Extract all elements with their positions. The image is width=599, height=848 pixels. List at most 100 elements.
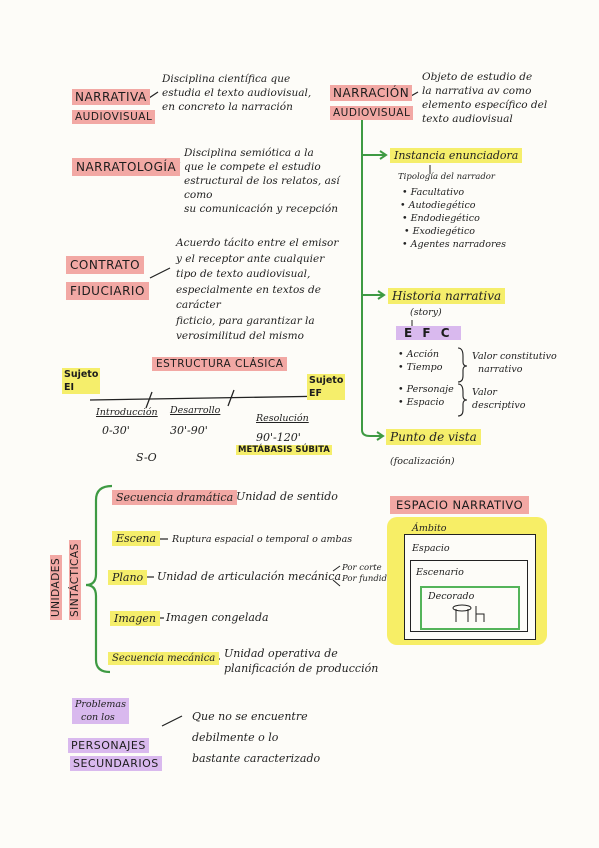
sujeto-label: Sujeto — [64, 369, 99, 380]
story-label: (story) — [410, 307, 442, 318]
metabasis-label: METÁBASIS SÚBITA — [236, 445, 332, 455]
estructura-title: ESTRUCTURA CLÁSICA — [152, 357, 288, 371]
narrador-item: • Facultativo — [402, 187, 465, 198]
problemas-label: Problemas con los — [72, 698, 129, 724]
narrador-label: Exodiegético — [412, 226, 475, 237]
desarrollo-value: 30'-90' — [170, 424, 208, 437]
definition-line: Disciplina científica que — [162, 73, 291, 85]
so-label: S-O — [136, 451, 157, 464]
definition-line: Que no se encuentre — [192, 710, 308, 723]
efc-item: • Espacio — [398, 397, 445, 408]
definition-line: estructural de los relatos, así como — [184, 175, 340, 201]
narrador-label: Agentes narradores — [410, 239, 507, 250]
resolucion-value: 90'-120' — [256, 431, 301, 444]
definition-line: verosimilitud del mismo — [176, 330, 304, 342]
unidades-label: UNIDADES — [50, 554, 62, 620]
plano-options: Por corte Por fundido — [342, 563, 392, 585]
secuencia-dramatica-def: Unidad de sentido — [236, 490, 338, 503]
table-chair-icon — [452, 604, 485, 622]
punto-de-vista: Punto de vista — [386, 429, 481, 445]
definition-line: elemento específico del — [422, 99, 548, 111]
plano-term: Plano — [108, 570, 148, 585]
espacio-narrativo-title: ESPACIO NARRATIVO — [390, 496, 530, 514]
escena-term: Escena — [112, 531, 160, 546]
narrador-label: Autodiegético — [408, 200, 476, 211]
valor-line: Valor constitutivo — [472, 351, 557, 362]
sujeto-ef-code: EF — [309, 388, 322, 399]
audiovisual-label: AUDIOVISUAL — [72, 110, 156, 124]
efc-item: • Personaje — [398, 384, 454, 395]
definition-line: especialmente en textos de carácter — [176, 283, 321, 312]
narracion-definition: Objeto de estudio de la narrativa av com… — [422, 70, 552, 126]
efc-item: • Acción — [398, 349, 440, 360]
valor-line: Valor — [472, 387, 497, 398]
definition-line: planificación de producción — [224, 662, 379, 675]
definition-line: tipo de texto audiovisual, — [176, 268, 311, 280]
definition-line: texto audiovisual — [422, 113, 513, 125]
definition-line: Objeto de estudio de — [422, 71, 533, 83]
narrativa-audiovisual-term: NARRATIVA AUDIOVISUAL — [72, 86, 156, 124]
narratologia-label: NARRATOLOGÍA — [72, 158, 181, 176]
definition-line: su comunicación y recepción — [184, 203, 338, 215]
narrador-label: Endodiegético — [410, 213, 480, 224]
definition-line: bastante caracterizado — [192, 752, 321, 765]
problemas-line: Problemas — [75, 699, 126, 710]
decorado-label: Decorado — [428, 591, 475, 602]
narrador-label: Facultativo — [410, 187, 465, 198]
definition-line: que le compete el estudio — [184, 161, 321, 173]
definition-line: y el receptor ante cualquier — [176, 252, 325, 265]
escena-def: Ruptura espacial o temporal o ambas — [172, 534, 353, 545]
efc-item-label: Espacio — [406, 397, 445, 408]
problemas-line: con los — [81, 712, 115, 723]
sujeto-ei-code: EI — [64, 382, 75, 393]
narratologia-definition: Disciplina semiótica a la que le compete… — [184, 146, 359, 216]
desarrollo-label: Desarrollo — [170, 405, 221, 416]
sujeto-ef: Sujeto EF — [307, 374, 346, 400]
efc-item-label: Personaje — [406, 384, 454, 395]
narrador-item: • Autodiegético — [400, 200, 476, 211]
sujeto-ei: Sujeto EI — [62, 368, 101, 394]
unidades-sintacticas-label: UNIDADES SINTÁCTICAS — [44, 520, 81, 620]
escenario-label: Escenario — [416, 567, 464, 578]
definition-line: debilmente o lo — [192, 731, 279, 744]
valor-descriptivo: Valor descriptivo — [472, 386, 526, 412]
instancia-enunciadora: Instancia enunciadora — [390, 148, 523, 163]
resolucion-label: Resolución — [256, 413, 309, 424]
contrato-fiduciario-term: CONTRATO FIDUCIARIO — [66, 254, 149, 300]
valor-line: descriptivo — [472, 400, 526, 411]
plano-def: Unidad de articulación mecánica — [157, 570, 341, 583]
definition-line: la narrativa av como — [422, 85, 532, 97]
sujeto-label: Sujeto — [309, 375, 344, 386]
introduccion-value: 0-30' — [102, 424, 130, 437]
efc-item: • Tiempo — [398, 362, 443, 373]
secuencia-dramatica-term: Secuencia dramática — [112, 490, 238, 505]
definition-line: Unidad operativa de — [224, 647, 338, 660]
plano-option: Por fundido — [342, 574, 393, 584]
valor-constitutivo: Valor constitutivo narrativo — [472, 350, 557, 376]
secuencia-mecanica-term: Secuencia mecánica — [108, 652, 220, 665]
contrato-definition: Acuerdo tácito entre el emisor y el rece… — [176, 236, 354, 345]
espacio-label: Espacio — [412, 543, 450, 554]
definition-line: en concreto la narración — [162, 101, 293, 113]
narrador-list: • Facultativo • Autodiegético • Endodieg… — [400, 186, 506, 251]
tipologia-narrador: Tipología del narrador — [398, 172, 495, 182]
efc-list-b: • Personaje • Espacio — [398, 383, 454, 409]
personajes-label: PERSONAJES — [68, 738, 149, 753]
focalizacion-label: (focalización) — [390, 456, 455, 467]
narracion-audiovisual-term: NARRACIÓN AUDIOVISUAL — [330, 82, 414, 120]
efc-item-label: Tiempo — [406, 362, 443, 373]
narrativa-label: NARRATIVA — [72, 89, 150, 105]
narrador-item: • Agentes narradores — [402, 239, 507, 250]
decorado-box — [420, 586, 520, 630]
sintacticas-label: SINTÁCTICAS — [69, 540, 81, 620]
introduccion-label: Introducción — [96, 407, 158, 418]
definition-line: estudia el texto audiovisual, — [162, 87, 312, 99]
fiduciario-label: FIDUCIARIO — [66, 282, 149, 300]
narrativa-definition: Disciplina científica que estudia el tex… — [162, 72, 332, 114]
plano-option: Por corte — [342, 563, 382, 573]
contrato-label: CONTRATO — [66, 256, 145, 274]
imagen-term: Imagen — [110, 611, 160, 626]
historia-narrativa: Historia narrativa — [388, 288, 506, 304]
escenario-box — [410, 560, 528, 632]
definition-line: Disciplina semiótica a la — [184, 147, 314, 159]
